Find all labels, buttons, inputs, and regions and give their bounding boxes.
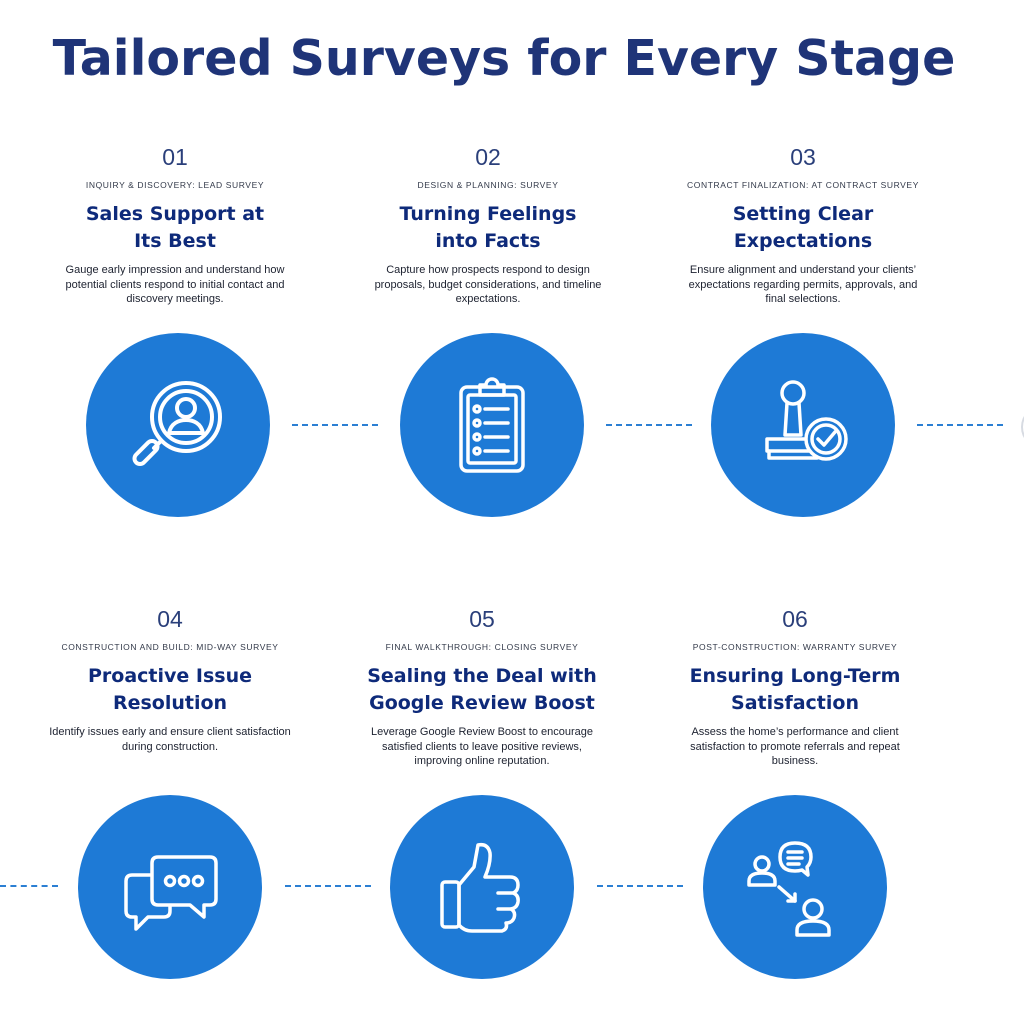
step-title-line: Proactive Issue [87, 665, 252, 687]
step-title-line: Its Best [134, 230, 216, 252]
step-title: Turning Feelings into Facts [358, 201, 618, 255]
step-title-line: Setting Clear [732, 203, 874, 225]
step-number: 05 [469, 606, 495, 632]
clipboard-checklist-icon [459, 377, 525, 473]
step-description: Leverage Google Review Boost to encourag… [371, 726, 593, 767]
step-01-icon-circle [86, 333, 270, 517]
step-title-line: into Facts [435, 230, 541, 252]
step-stage-label: POST-CONSTRUCTION: WARRANTY SURVEY [692, 642, 898, 652]
step-title-line: Turning Feelings [399, 203, 577, 225]
step-02-icon-circle [400, 333, 584, 517]
step-number: 06 [782, 606, 808, 632]
step-title: Setting Clear Expectations [673, 201, 933, 255]
connector-dashed-line [606, 424, 692, 426]
step-02: 02 DESIGN & PLANNING: SURVEY Turning Fee… [358, 142, 618, 307]
step-number: 02 [475, 144, 501, 170]
step-stage-label: CONSTRUCTION AND BUILD: MID-WAY SURVEY [61, 642, 279, 652]
step-04-icon-circle [78, 795, 262, 979]
step-title: Sales Support at Its Best [45, 201, 305, 255]
chat-bubbles-icon [124, 855, 218, 931]
step-stage-label: CONTRACT FINALIZATION: AT CONTRACT SURVE… [687, 180, 919, 190]
step-06: 06 POST-CONSTRUCTION: WARRANTY SURVEY En… [665, 604, 925, 769]
step-title: Ensuring Long-Term Satisfaction [665, 663, 925, 717]
step-title-line: Ensuring Long-Term [689, 665, 901, 687]
step-title-line: Google Review Boost [369, 692, 595, 714]
step-description: Ensure alignment and understand your cli… [688, 264, 918, 305]
step-title: Sealing the Deal with Google Review Boos… [352, 663, 612, 717]
step-description: Gauge early impression and understand ho… [65, 264, 285, 305]
step-description: Assess the home’s performance and client… [690, 726, 900, 767]
step-number: 01 [162, 144, 188, 170]
thumbs-up-icon [440, 842, 520, 933]
step-05: 05 FINAL WALKTHROUGH: CLOSING SURVEY Sea… [352, 604, 612, 769]
step-stage-label: FINAL WALKTHROUGH: CLOSING SURVEY [385, 642, 579, 652]
step-number: 03 [790, 144, 816, 170]
step-05-icon-circle [390, 795, 574, 979]
step-title-line: Expectations [733, 230, 873, 252]
step-03-icon-circle [711, 333, 895, 517]
step-description: Capture how prospects respond to design … [374, 264, 602, 305]
step-06-icon-circle [703, 795, 887, 979]
step-number: 04 [157, 606, 183, 632]
step-stage-label: DESIGN & PLANNING: SURVEY [417, 180, 559, 190]
connector-dashed-line [292, 424, 378, 426]
step-04: 04 CONSTRUCTION AND BUILD: MID-WAY SURVE… [40, 604, 300, 754]
step-title-line: Satisfaction [731, 692, 859, 714]
referral-people-icon [747, 841, 831, 937]
page-title: Tailored Surveys for Every Stage [52, 30, 956, 87]
magnifier-person-icon [132, 381, 222, 467]
step-title-line: Sales Support at [85, 203, 265, 225]
step-title: Proactive Issue Resolution [40, 663, 300, 717]
step-title-line: Resolution [112, 692, 228, 714]
step-01: 01 INQUIRY & DISCOVERY: LEAD SURVEY Sale… [45, 142, 305, 307]
connector-dashed-line [597, 885, 683, 887]
step-stage-label: INQUIRY & DISCOVERY: LEAD SURVEY [85, 180, 265, 190]
step-title-line: Sealing the Deal with [367, 665, 597, 687]
stamp-approved-icon [765, 380, 848, 461]
connector-dashed-line [0, 885, 58, 887]
step-description: Identify issues early and ensure client … [49, 726, 291, 753]
connector-dashed-line [285, 885, 371, 887]
step-03: 03 CONTRACT FINALIZATION: AT CONTRACT SU… [673, 142, 933, 307]
connector-dashed-line [917, 424, 1003, 426]
